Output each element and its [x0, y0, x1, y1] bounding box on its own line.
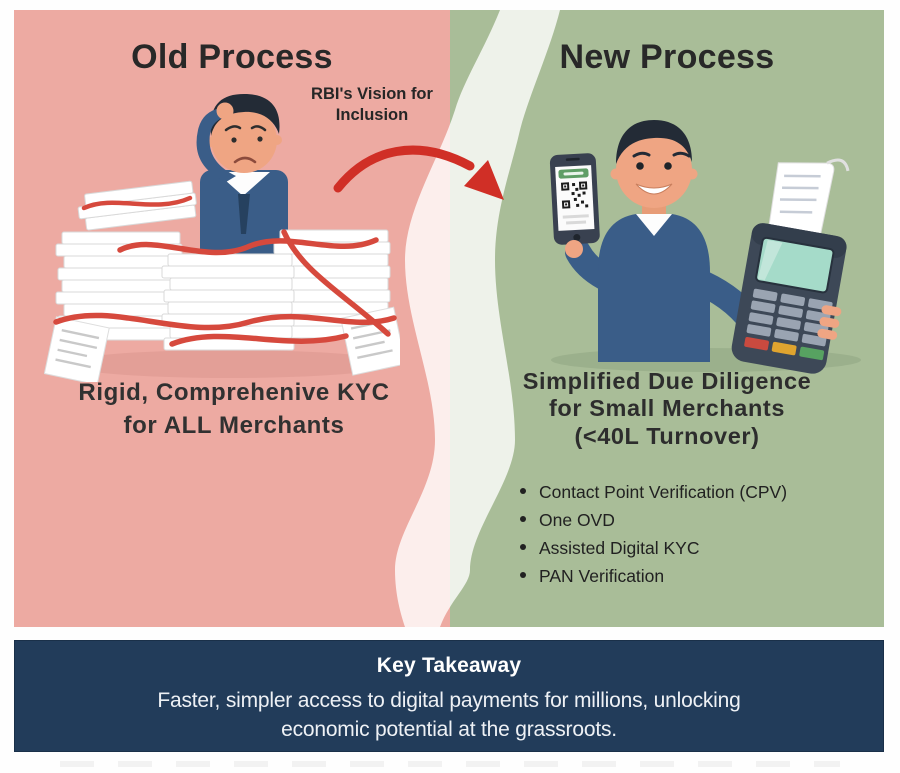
bullet-dot	[520, 544, 526, 550]
bullet-text: Contact Point Verification (CPV)	[539, 482, 788, 502]
digital-merchant-illustration	[549, 120, 861, 374]
transition-arrow-icon	[333, 145, 504, 200]
bullet-text: One OVD	[539, 510, 615, 530]
smartphone-qr	[549, 153, 600, 245]
new-process-title: New Process	[559, 38, 775, 76]
key-takeaway-title: Key Takeaway	[376, 654, 522, 677]
bullet-dot	[520, 488, 526, 494]
ground-shadow	[64, 350, 394, 378]
bullet-item: PAN Verification	[520, 566, 900, 587]
new-process-heading: Simplified Due Diligence for Small Merch…	[458, 368, 876, 450]
comparison-panel: Old Process New Process RBI's Vision for…	[14, 10, 884, 627]
happy-merchant	[565, 120, 769, 362]
overwhelmed-merchant-illustration	[44, 94, 400, 382]
qr-code	[560, 181, 589, 209]
receipt	[767, 158, 850, 236]
old-heading-line2: for ALL Merchants	[123, 412, 345, 440]
bullet-text: PAN Verification	[539, 566, 665, 586]
wavy-divider	[395, 10, 560, 627]
simplified-dd-bullet-list: Contact Point Verification (CPV) One OVD…	[520, 482, 900, 594]
transition-label: RBI's Vision for Inclusion	[286, 84, 458, 127]
new-heading-line2: for Small Merchants	[548, 395, 785, 422]
pos-screen	[755, 236, 835, 294]
bullet-item: One OVD	[520, 510, 900, 531]
old-process-title: Old Process	[131, 38, 333, 76]
old-heading-line1: Rigid, Comprehenive KYC	[78, 379, 390, 406]
hand	[565, 240, 583, 258]
bullet-text: Assisted Digital KYC	[539, 538, 700, 558]
transition-label-line1: RBI's Vision for	[311, 85, 433, 103]
bullet-item: Contact Point Verification (CPV)	[520, 482, 900, 503]
bullet-dot	[520, 572, 526, 578]
bullet-dot	[520, 516, 526, 522]
new-heading-line3: (<40L Turnover)	[574, 422, 760, 449]
key-takeaway-body: Faster, simpler access to digital paymen…	[157, 689, 741, 742]
bullet-item: Assisted Digital KYC	[520, 538, 900, 559]
new-heading-line1: Simplified Due Diligence	[522, 368, 812, 394]
next-section-peek	[60, 761, 840, 767]
old-process-heading: Rigid, Comprehenive KYC for ALL Merchant…	[30, 376, 438, 442]
key-takeaway-banner: Key Takeaway Faster, simpler access to d…	[14, 640, 884, 752]
pos-terminal	[731, 158, 850, 374]
red-tape-ribbons	[53, 195, 397, 347]
transition-label-line2: Inclusion	[335, 106, 409, 125]
gripping-fingers	[817, 305, 842, 340]
